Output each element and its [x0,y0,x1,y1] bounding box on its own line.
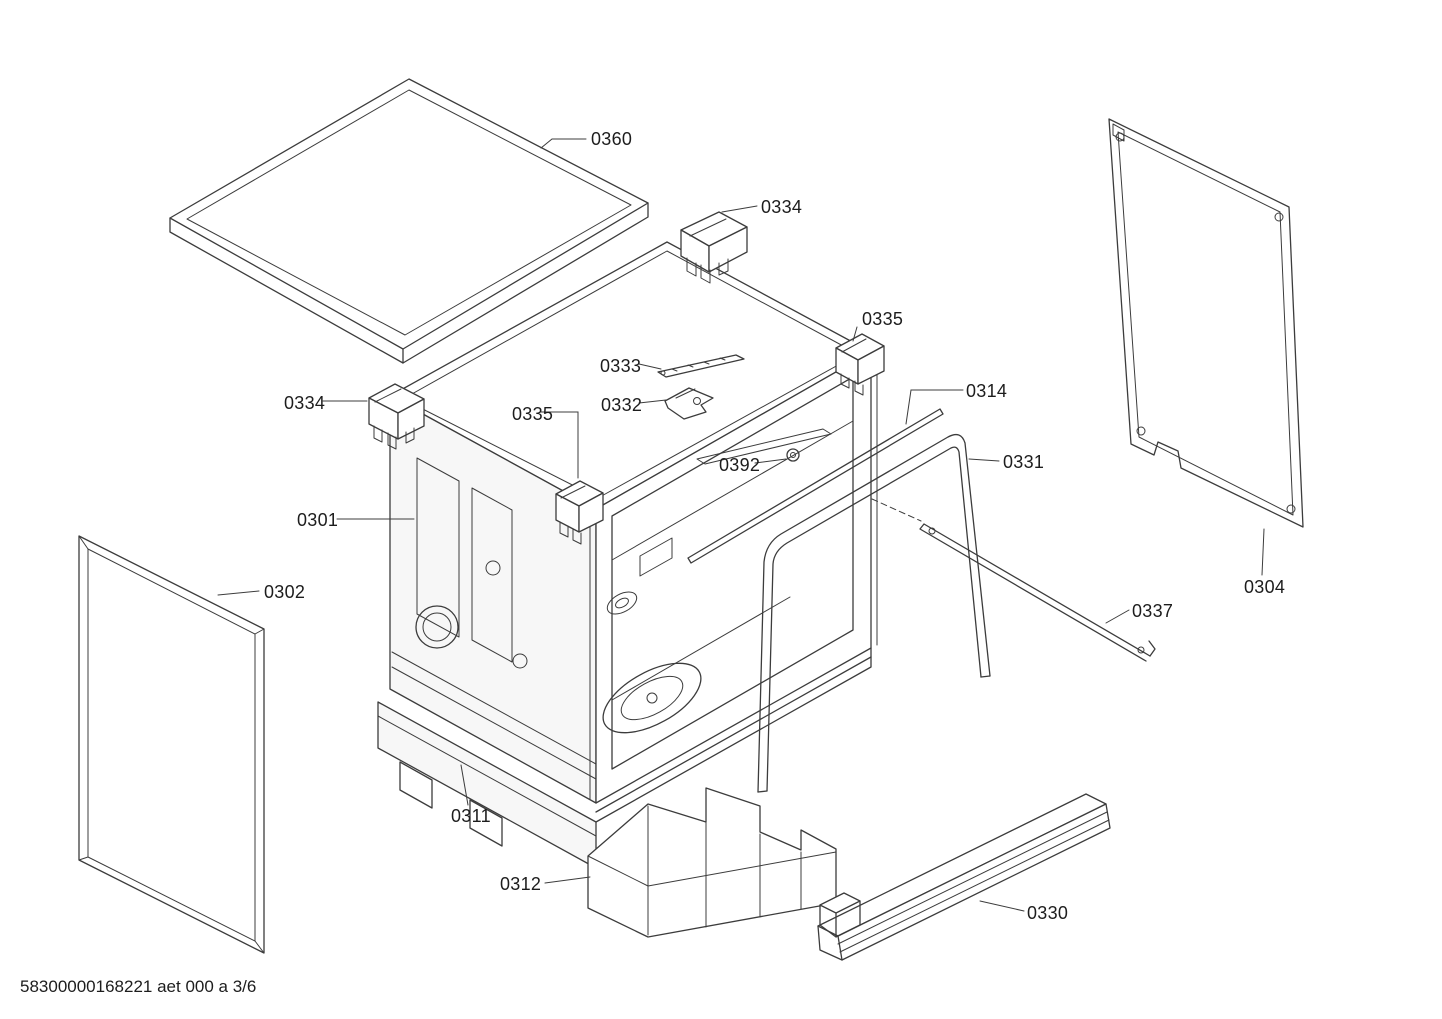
callout-0332: 0332 [601,395,643,415]
drawing-number: 58300000168221 aet 000 a 3/6 [20,977,257,996]
corner-bracket-right-part [835,333,885,396]
latch-part [664,387,714,420]
callout-0314: 0314 [966,381,1008,401]
worktop-part [169,78,649,364]
callout-0360: 0360 [591,129,633,149]
insulation-base-part [587,787,837,938]
callout-0301: 0301 [297,510,339,530]
callout-0334-left: 0334 [284,393,326,413]
leader-lines [217,138,1265,912]
callout-0335-right: 0335 [862,309,904,329]
callout-0337: 0337 [1132,601,1174,621]
side-panel-right-part [1108,118,1304,528]
fixing-bracket-left-part [368,383,425,450]
callout-0330: 0330 [1027,903,1069,923]
callout-0333: 0333 [600,356,642,376]
tub-part [389,241,878,813]
base-panel-rear-part [817,793,1111,961]
callout-0302: 0302 [264,582,306,602]
slide-rail-part [657,354,745,378]
callout-0335-front: 0335 [512,404,554,424]
callout-0304: 0304 [1244,577,1286,597]
base-part [377,647,872,869]
callout-0334-top: 0334 [761,197,803,217]
cross-rod-part [687,408,944,564]
fastener-part [696,428,832,465]
callout-0312: 0312 [500,874,542,894]
fixing-bracket-top-part [680,211,748,284]
corner-bracket-front-part [555,480,604,545]
door-seal-frame-part [757,433,991,793]
diagonal-brace-part [871,498,1156,662]
callout-0392: 0392 [719,455,761,475]
callout-0311: 0311 [451,806,491,826]
callout-0331: 0331 [1003,452,1045,472]
side-panel-left-part [78,535,265,954]
